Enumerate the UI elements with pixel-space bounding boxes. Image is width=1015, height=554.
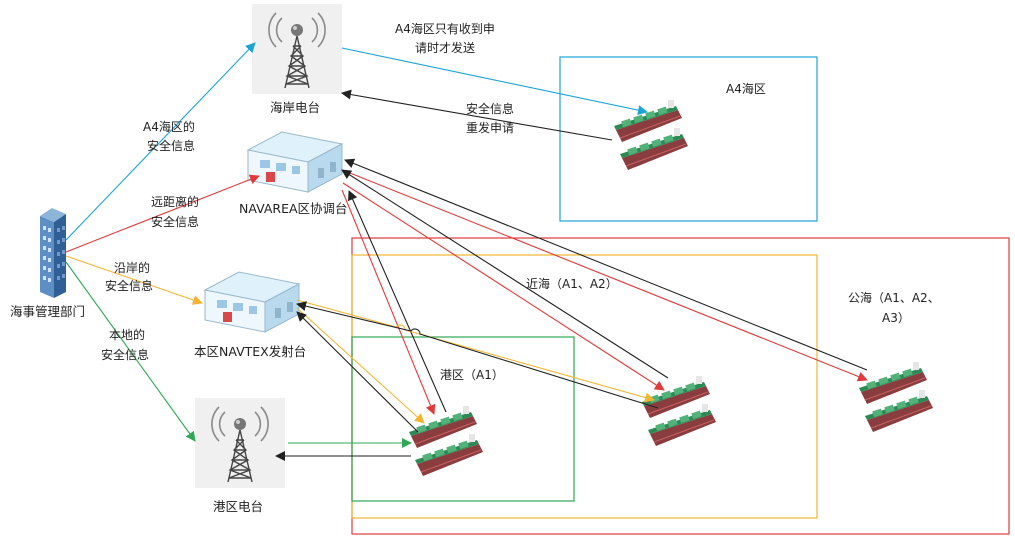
- arrow-near-sea-navarea: [341, 169, 669, 379]
- coastal-info-label-1: 沿岸的: [114, 260, 150, 275]
- arrow-far-info: [65, 174, 260, 253]
- near-sea-zone-label: 近海（A1、A2）: [526, 276, 618, 291]
- a4-zone: [559, 56, 818, 222]
- arrow-navarea-near-sea: [342, 182, 665, 391]
- arrow-near-sea-navtex: [296, 301, 659, 409]
- a4-send-label-1: A4海区只有收到申: [395, 21, 495, 36]
- arrow-port-navarea: [348, 190, 447, 413]
- port-zone: [351, 336, 575, 502]
- far-info-label-2: 安全信息: [151, 214, 199, 229]
- port-zone-label: 港区（A1）: [440, 368, 504, 382]
- navtex-station-icon: [204, 271, 300, 333]
- navtex-label: 本区NAVTEX发射台: [194, 344, 306, 359]
- msa-label: 海事管理部门: [10, 304, 85, 319]
- arrow-a4-info: [65, 42, 256, 241]
- arrow-navtex-port: [296, 307, 425, 424]
- local-info-label-1: 本地的: [109, 327, 145, 342]
- arrow-local-info: [65, 261, 196, 442]
- open-sea-ships-icon: [859, 362, 933, 432]
- arrow-navtex-near-sea: [296, 299, 655, 403]
- navarea-station-icon: [247, 131, 343, 193]
- resend-label-1: 安全信息: [466, 101, 514, 116]
- arrow-coastal-info: [65, 255, 203, 305]
- arrow-port-navtex: [296, 311, 419, 433]
- a4-zone-label: A4海区: [726, 81, 766, 96]
- local-info-label-2: 安全信息: [101, 347, 149, 362]
- arrow-navarea-open-sea: [344, 170, 868, 382]
- near-sea-ships-icon: [642, 376, 716, 446]
- a4-info-label-1: A4海区的: [143, 119, 195, 134]
- navarea-label: NAVAREA区协调台: [239, 201, 348, 216]
- arrow-navarea-port: [341, 189, 436, 415]
- a4-send-label-2: 请时才发送: [415, 40, 475, 55]
- maritime-authority-icon: [40, 208, 66, 298]
- coast-radio-tower-icon: [251, 3, 343, 95]
- a4-ships-icon: [614, 100, 688, 170]
- port-station-label: 港区电台: [213, 499, 263, 514]
- coast-station-label: 海岸电台: [270, 100, 320, 115]
- far-info-label-1: 远距离的: [151, 194, 199, 209]
- arrow-a4-send: [341, 47, 648, 116]
- arrow-resend-request: [341, 89, 613, 141]
- a4-info-label-2: 安全信息: [147, 138, 195, 153]
- arrow-open-sea-navarea: [344, 158, 868, 371]
- port-ships-icon: [409, 406, 483, 476]
- port-radio-tower-icon: [194, 397, 286, 489]
- coastal-info-label-2: 安全信息: [105, 278, 153, 293]
- open-sea-zone-label-2: A3）: [882, 311, 910, 325]
- resend-label-2: 重发申请: [466, 120, 514, 135]
- near-sea-zone: [351, 254, 818, 519]
- open-sea-zone-label-1: 公海（A1、A2、: [848, 290, 940, 305]
